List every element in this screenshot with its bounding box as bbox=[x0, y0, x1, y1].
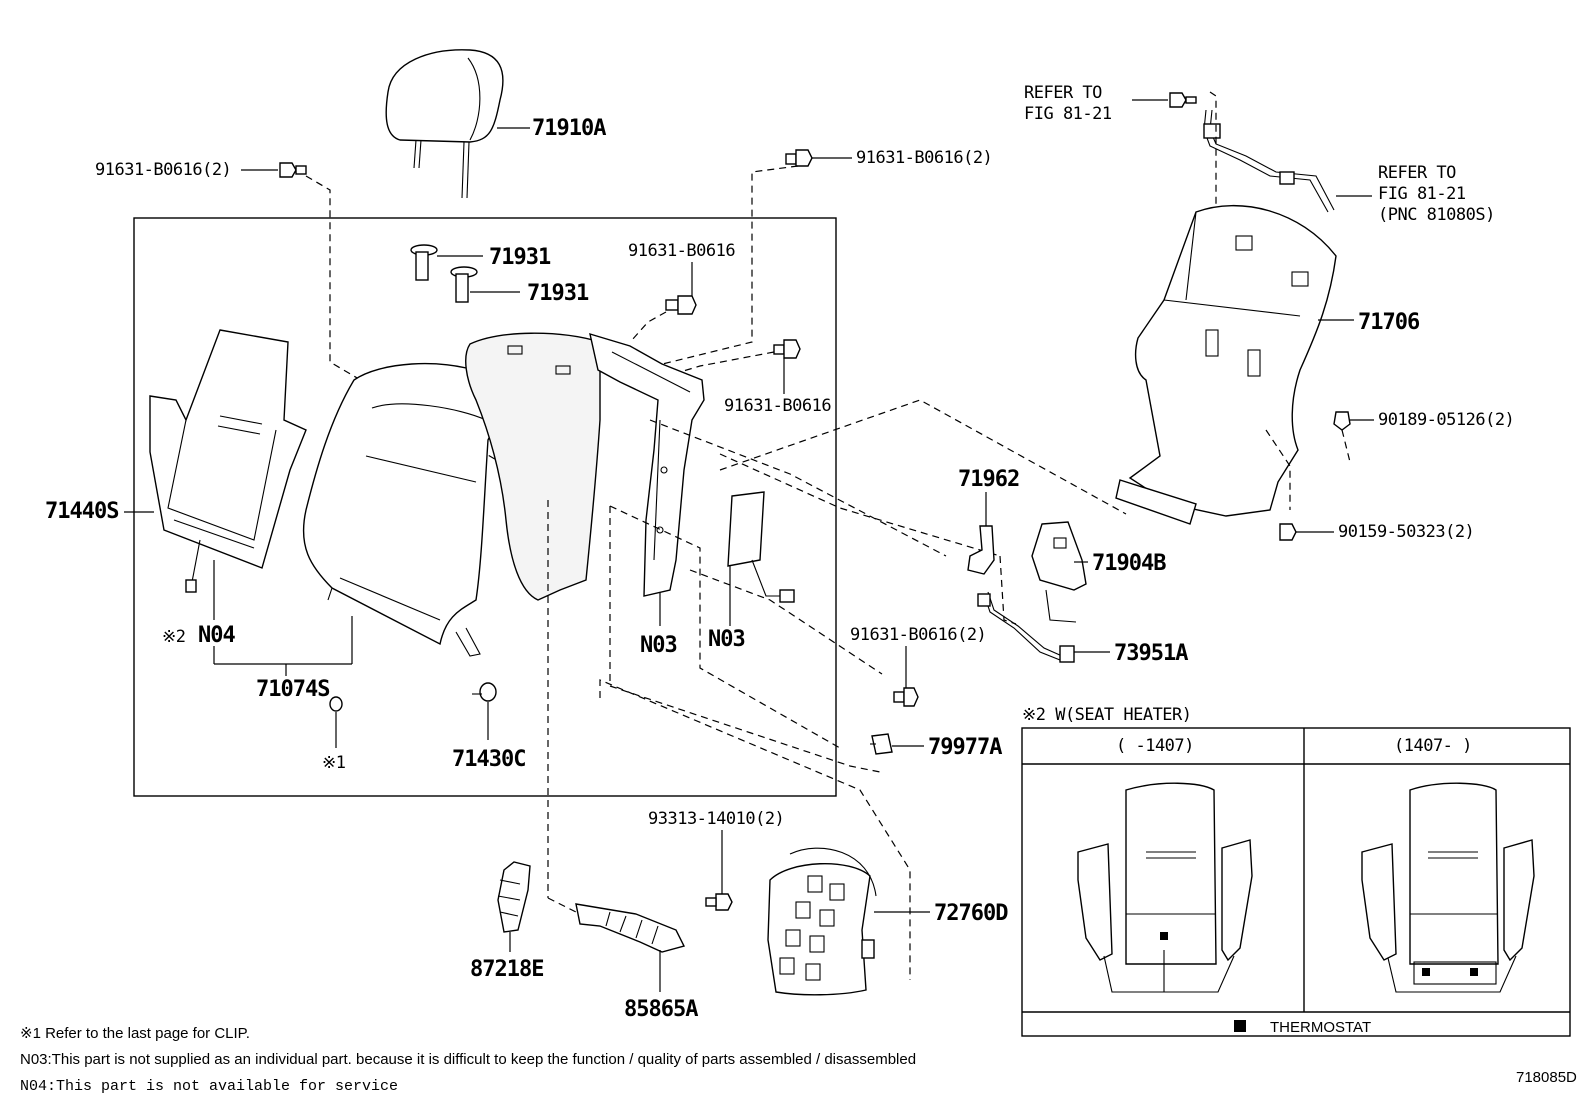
label-refer-right-1: REFER TO bbox=[1378, 163, 1456, 183]
label-refer-top-2: FIG 81-21 bbox=[1024, 104, 1112, 124]
pad-87218-part[interactable] bbox=[497, 861, 531, 933]
headrest-support-icon[interactable] bbox=[410, 244, 438, 281]
inset-legend-text: THERMOSTAT bbox=[1270, 1019, 1371, 1036]
label-85865A: 85865A bbox=[624, 997, 698, 1022]
clip-icon[interactable] bbox=[329, 696, 343, 712]
label-bolt-frame-b: 91631-B0616 bbox=[724, 396, 831, 416]
label-bolt-top-left: 91631-B0616(2) bbox=[95, 160, 231, 180]
label-bolt-lower: 91631-B0616(2) bbox=[850, 625, 986, 645]
label-71430C: 71430C bbox=[452, 747, 525, 772]
label-N04: N04 bbox=[198, 623, 235, 648]
screw-icon[interactable] bbox=[1279, 523, 1297, 541]
label-note2-mark: ※2 bbox=[162, 627, 185, 647]
cap-icon[interactable] bbox=[870, 733, 893, 755]
label-87218E: 87218E bbox=[470, 957, 543, 982]
thermostat-marker bbox=[1422, 968, 1430, 976]
seatback-pad-part[interactable] bbox=[465, 332, 601, 601]
screw-icon[interactable] bbox=[1169, 92, 1197, 108]
inset-table bbox=[1021, 727, 1571, 1037]
seatback-board-part[interactable] bbox=[1115, 205, 1337, 525]
label-71706: 71706 bbox=[1358, 310, 1420, 335]
thermostat-legend-icon bbox=[1234, 1020, 1246, 1032]
lumbar-support-part[interactable] bbox=[767, 847, 877, 996]
label-93313: 93313-14010(2) bbox=[648, 809, 784, 829]
bolt-icon[interactable] bbox=[773, 339, 801, 359]
bolt-icon[interactable] bbox=[665, 295, 697, 315]
diagram-id: 718085D bbox=[1516, 1069, 1577, 1086]
label-bolt-frame-a: 91631-B0616 bbox=[628, 241, 735, 261]
label-71904B: 71904B bbox=[1092, 551, 1166, 576]
recliner-bracket-part[interactable] bbox=[967, 525, 995, 575]
side-airbag-part[interactable] bbox=[727, 491, 795, 603]
wire-harness-part[interactable] bbox=[1203, 109, 1335, 213]
wire-73951-part[interactable] bbox=[977, 591, 1075, 663]
label-73951A: 73951A bbox=[1114, 641, 1188, 666]
label-71931-a: 71931 bbox=[489, 245, 551, 270]
seatback-frame-part[interactable] bbox=[589, 332, 705, 597]
hog-ring-icon[interactable] bbox=[472, 682, 497, 702]
heater-variant-left bbox=[1077, 782, 1253, 993]
label-bolt-top-center: 91631-B0616(2) bbox=[856, 148, 992, 168]
headrest-part[interactable] bbox=[385, 49, 504, 199]
thermostat-marker bbox=[1160, 932, 1168, 940]
label-71910A: 71910A bbox=[532, 116, 606, 141]
label-clip-mark: ※1 bbox=[322, 753, 346, 773]
label-refer-right-2: FIG 81-21 bbox=[1378, 184, 1466, 204]
label-79977A: 79977A bbox=[928, 735, 1002, 760]
assembly-frame bbox=[133, 217, 837, 797]
thermostat-marker bbox=[1470, 968, 1478, 976]
label-71440S: 71440S bbox=[45, 499, 118, 524]
bolt-icon[interactable] bbox=[893, 687, 919, 707]
label-refer-top-1: REFER TO bbox=[1024, 83, 1102, 103]
label-71962: 71962 bbox=[958, 467, 1019, 492]
seatback-cover-part[interactable] bbox=[302, 362, 501, 657]
note-clip: ※1 Refer to the last page for CLIP. bbox=[20, 1025, 250, 1042]
label-N03-frame: N03 bbox=[640, 633, 677, 658]
note-n03: N03:This part is not supplied as an indi… bbox=[20, 1051, 916, 1068]
note-n04: N04:This part is not available for servi… bbox=[20, 1078, 398, 1095]
label-90189: 90189-05126(2) bbox=[1378, 410, 1514, 430]
bolt-icon[interactable] bbox=[279, 162, 307, 178]
screw-icon[interactable] bbox=[705, 893, 733, 911]
label-N03-side: N03 bbox=[708, 627, 745, 652]
bolt-icon[interactable] bbox=[785, 149, 813, 167]
inset-col-left: ( -1407) bbox=[1116, 736, 1194, 756]
label-refer-right-3: (PNC 81080S) bbox=[1378, 205, 1495, 225]
seat-heater-part[interactable] bbox=[149, 329, 307, 593]
inset-col-right: (1407- ) bbox=[1394, 736, 1472, 756]
hose-85865-part[interactable] bbox=[575, 903, 686, 953]
label-90159: 90159-50323(2) bbox=[1338, 522, 1474, 542]
inset-title: ※2 W(SEAT HEATER) bbox=[1022, 705, 1192, 725]
label-71074S: 71074S bbox=[256, 677, 329, 702]
clip-icon[interactable] bbox=[1333, 411, 1351, 431]
heater-variant-right bbox=[1361, 782, 1535, 993]
recliner-cover-part[interactable] bbox=[1031, 521, 1087, 623]
label-72760D: 72760D bbox=[934, 901, 1008, 926]
label-71931-b: 71931 bbox=[527, 281, 589, 306]
headrest-support-icon[interactable] bbox=[450, 266, 478, 303]
